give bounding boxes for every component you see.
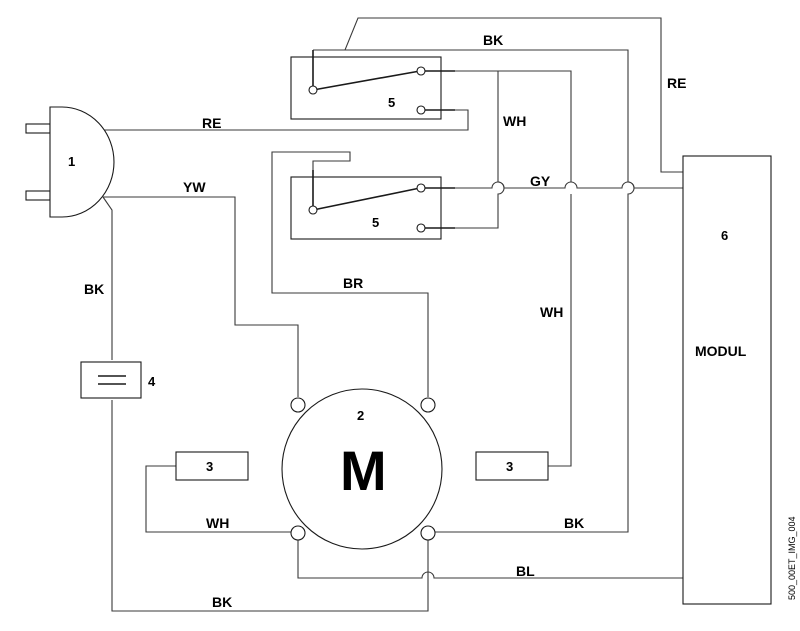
label-br: BR	[343, 275, 363, 291]
switch-upper-lever	[312, 50, 421, 91]
label-wh-bottom: WH	[206, 515, 229, 531]
switch-upper-terminal-2	[416, 105, 426, 115]
wire-bk-bottom	[111, 400, 429, 612]
plug	[25, 106, 115, 218]
label-bl: BL	[516, 563, 535, 579]
motor	[281, 388, 443, 550]
switch-lower-terminal-2	[416, 223, 426, 233]
motor-terminal-top-left	[290, 397, 306, 413]
capacitor-left	[175, 451, 249, 481]
motor-terminal-bottom-left	[290, 525, 306, 541]
wire-yw	[103, 196, 299, 397]
label-bk-top: BK	[483, 32, 503, 48]
wire-wh-bottom	[145, 465, 292, 533]
label-bk-bottom: BK	[212, 594, 232, 610]
fuse-number: 4	[148, 374, 156, 389]
switch-upper-number: 5	[388, 95, 395, 110]
fuse-plates	[98, 375, 126, 385]
switch-upper-leads	[425, 70, 455, 111]
label-bk-motor: BK	[564, 515, 584, 531]
motor-number: 2	[357, 408, 364, 423]
switch-lower-terminal-common	[308, 205, 318, 215]
capacitor-left-number: 3	[206, 459, 213, 474]
switch-upper-terminal-common	[308, 85, 318, 95]
motor-symbol: M	[340, 439, 387, 502]
switch-lower-terminal-1	[416, 183, 426, 193]
plug-number: 1	[68, 154, 75, 169]
label-gy: GY	[530, 173, 551, 189]
module	[682, 155, 772, 605]
image-code: 500_00ET_IMG_004	[787, 516, 797, 600]
motor-terminal-top-right	[420, 397, 436, 413]
label-bk-left: BK	[84, 281, 104, 297]
wire-bk-left	[102, 196, 113, 360]
module-name: MODUL	[695, 343, 747, 359]
wire-wh-right-top	[498, 70, 572, 182]
label-wh-upper: WH	[503, 113, 526, 129]
wire-br	[271, 151, 429, 397]
wire-bl	[297, 540, 683, 579]
fuse	[80, 361, 142, 399]
switch-lower-leads	[425, 187, 455, 229]
label-re-plug: RE	[202, 115, 221, 131]
switch-lower-number: 5	[372, 215, 379, 230]
label-yw: YW	[183, 179, 206, 195]
switch-upper-terminal-1	[416, 66, 426, 76]
capacitor-right-number: 3	[506, 459, 513, 474]
label-wh-right: WH	[540, 304, 563, 320]
switch-lower-lever	[312, 170, 421, 211]
motor-terminal-bottom-right	[420, 525, 436, 541]
wire-gy	[433, 181, 683, 189]
label-re-right: RE	[667, 75, 686, 91]
wire-wh-right	[548, 194, 572, 467]
wire-wh-switches	[433, 70, 505, 229]
module-number: 6	[721, 228, 728, 243]
capacitor-right	[475, 451, 549, 481]
